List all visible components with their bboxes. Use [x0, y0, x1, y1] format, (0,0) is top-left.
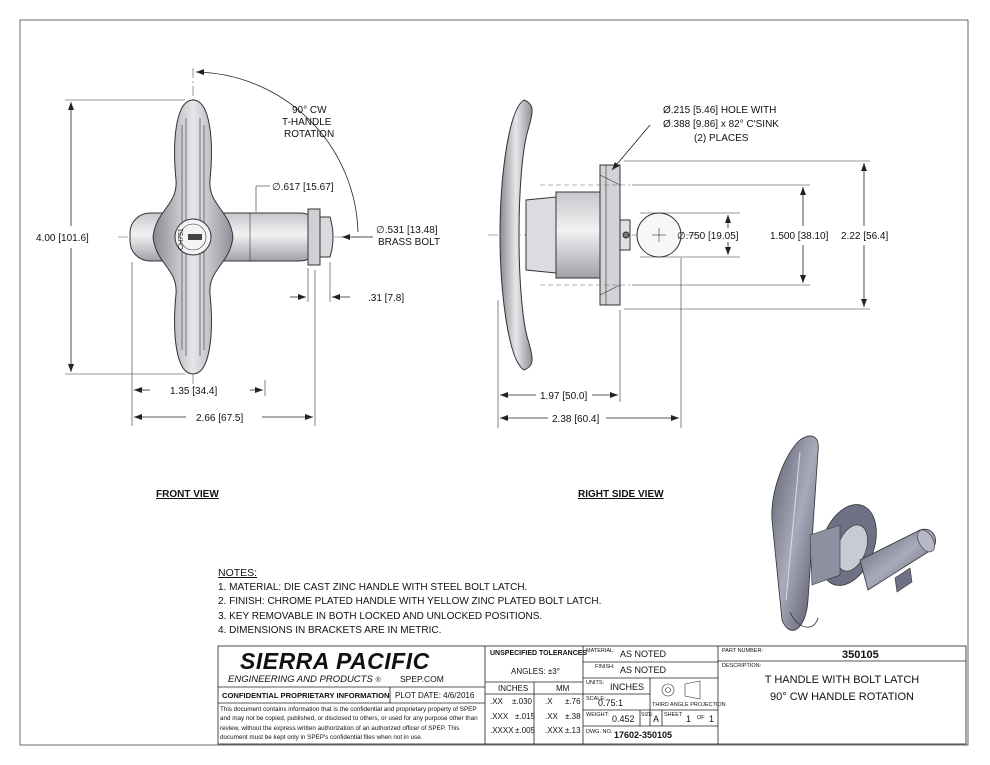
- material-value: AS NOTED: [620, 649, 667, 659]
- svg-text:1.35 [34.4]: 1.35 [34.4]: [170, 386, 217, 397]
- handle-profile: [499, 99, 533, 371]
- sheet-border: [19, 19, 969, 746]
- scale-label: SCALE:: [586, 696, 606, 702]
- title-block-grid: [217, 645, 967, 745]
- note-item: 1. MATERIAL: DIE CAST ZINC HANDLE WITH S…: [218, 581, 528, 593]
- svg-text:∅.531 [13.48]: ∅.531 [13.48]: [376, 225, 438, 236]
- front-view-label: FRONT VIEW: [156, 489, 219, 500]
- tol-mm-key: .XXX: [545, 726, 564, 735]
- projection-label: THIRD ANGLE PROJECTION: [652, 702, 726, 708]
- tolerance-angles: ANGLES: ±3°: [511, 667, 560, 676]
- tolerance-inches-header: INCHES: [498, 684, 529, 693]
- note-item: 3. KEY REMOVABLE IN BOTH LOCKED AND UNLO…: [218, 610, 543, 622]
- svg-text:2.22 [56.4]: 2.22 [56.4]: [841, 231, 888, 242]
- svg-text:1.97 [50.0]: 1.97 [50.0]: [540, 391, 587, 402]
- material-label: MATERIAL:: [586, 648, 615, 654]
- description-label: DESCRIPTION:: [722, 663, 762, 669]
- tol-mm-key: .XX: [545, 712, 558, 721]
- svg-text:1.500 [38.10]: 1.500 [38.10]: [770, 231, 829, 242]
- weight-value: 0.452: [612, 714, 635, 724]
- notes-heading: NOTES:: [218, 567, 258, 579]
- tol-in-val: ±.015: [515, 712, 535, 721]
- svg-text:2.38 [60.4]: 2.38 [60.4]: [552, 414, 599, 425]
- weight-label: WEIGHT:: [586, 712, 609, 718]
- side-view-drawing: Ø.215 [5.46] HOLE WITH Ø.388 [9.86] x 82…: [488, 99, 888, 500]
- sheet-of: OF: [697, 715, 705, 721]
- company-subtitle: ENGINEERING AND PRODUCTS ®: [228, 674, 381, 685]
- finish-value: AS NOTED: [620, 665, 667, 675]
- svg-text:Ø.215 [5.46] HOLE WITH: Ø.215 [5.46] HOLE WITH: [663, 105, 776, 116]
- dwg-number: 17602-350105: [614, 730, 673, 740]
- units-value: INCHES: [610, 682, 645, 692]
- third-angle-projection-icon: [661, 680, 701, 700]
- svg-text:ROTATION: ROTATION: [284, 129, 334, 140]
- part-number: 350105: [842, 649, 879, 661]
- isometric-view: [771, 435, 936, 631]
- svg-text:(2) PLACES: (2) PLACES: [694, 133, 749, 144]
- tol-in-key: .XXX: [490, 712, 509, 721]
- notes-section: NOTES: 1. MATERIAL: DIE CAST ZINC HANDLE…: [218, 566, 601, 639]
- note-item: 2. FINISH: CHROME PLATED HANDLE WITH YEL…: [218, 596, 602, 607]
- scale-value: 0.75:1: [598, 698, 624, 708]
- description-line-2: 90° CW HANDLE ROTATION: [770, 691, 914, 703]
- plot-date: PLOT DATE: 4/6/2016: [395, 691, 475, 700]
- svg-text:2.66 [67.5]: 2.66 [67.5]: [196, 413, 243, 424]
- svg-text:90° CW: 90° CW: [292, 105, 327, 116]
- svg-text:T-HANDLE: T-HANDLE: [282, 117, 332, 128]
- units-label: UNITS:: [586, 680, 605, 686]
- confidential-text: This document contains information that …: [220, 706, 478, 742]
- svg-text:BRASS BOLT: BRASS BOLT: [378, 237, 440, 248]
- side-view-label: RIGHT SIDE VIEW: [578, 489, 664, 500]
- sheet-label: SHEET: [664, 712, 683, 718]
- part-number-label: PART NUMBER:: [722, 648, 763, 654]
- tolerances-title: UNSPECIFIED TOLERANCES: [490, 650, 588, 657]
- tol-mm-val: ±.13: [565, 726, 581, 735]
- tol-in-val: ±.005: [515, 726, 535, 735]
- tol-mm-val: ±.38: [565, 712, 581, 721]
- sheet-total: 1: [709, 714, 715, 724]
- company-website: SPEP.COM: [400, 674, 444, 684]
- tol-in-val: ±.030: [512, 697, 532, 706]
- description-line-1: T HANDLE WITH BOLT LATCH: [764, 674, 920, 686]
- dwg-label: DWG. NO.: [586, 729, 613, 735]
- size-value: A: [653, 714, 660, 724]
- company-logo: SIERRA PACIFIC: [240, 648, 430, 674]
- tol-mm-key: .X: [545, 697, 553, 706]
- tolerance-mm-header: MM: [556, 684, 570, 693]
- svg-text:CH751: CH751: [178, 228, 185, 250]
- tol-mm-val: ±.76: [565, 697, 581, 706]
- sheet-number: 1: [686, 714, 692, 724]
- svg-text:4.00 [101.6]: 4.00 [101.6]: [36, 233, 89, 244]
- note-item: 4. DIMENSIONS IN BRACKETS ARE IN METRIC.: [218, 625, 442, 636]
- front-view-drawing: CH751 90° CW T-HANDLE ROTATION ∅.617 [15…: [36, 68, 440, 500]
- svg-text:∅.750 [19.05]: ∅.750 [19.05]: [677, 231, 739, 242]
- tol-in-key: .XX: [490, 697, 503, 706]
- tol-in-key: .XXXX: [490, 726, 514, 735]
- svg-text:Ø.388 [9.86] x 82° C'SINK: Ø.388 [9.86] x 82° C'SINK: [663, 119, 779, 130]
- finish-label: FINISH:: [595, 664, 615, 670]
- svg-text:.31 [7.8]: .31 [7.8]: [368, 293, 404, 304]
- confidential-title: CONFIDENTIAL PROPRIETARY INFORMATION: [222, 691, 390, 700]
- svg-text:∅.617 [15.67]: ∅.617 [15.67]: [272, 182, 334, 193]
- size-label: SIZE:: [641, 712, 654, 718]
